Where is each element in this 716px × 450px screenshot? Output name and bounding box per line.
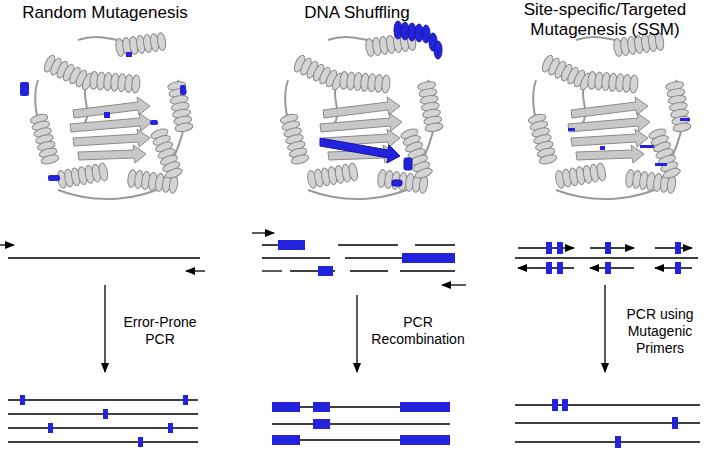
method-label: PCR Recombination — [366, 314, 470, 348]
protein-structure — [29, 32, 193, 199]
mutation-highlight — [568, 118, 690, 166]
mutation-highlight — [20, 52, 186, 181]
mutation-mark — [20, 395, 188, 447]
column-title: Site-specific/Targeted Mutagenesis (SSM) — [503, 0, 708, 41]
dna-strand — [0, 245, 205, 442]
protein-structure — [527, 32, 691, 199]
mutation-highlight — [320, 21, 442, 186]
method-label: Error-Prone PCR — [115, 314, 205, 348]
column-title: DNA Shuffling — [257, 3, 457, 23]
protein-structure — [279, 32, 443, 199]
column-title: Random Mutagenesis — [5, 3, 205, 23]
method-label: PCR using Mutagenic Primers — [610, 306, 710, 356]
